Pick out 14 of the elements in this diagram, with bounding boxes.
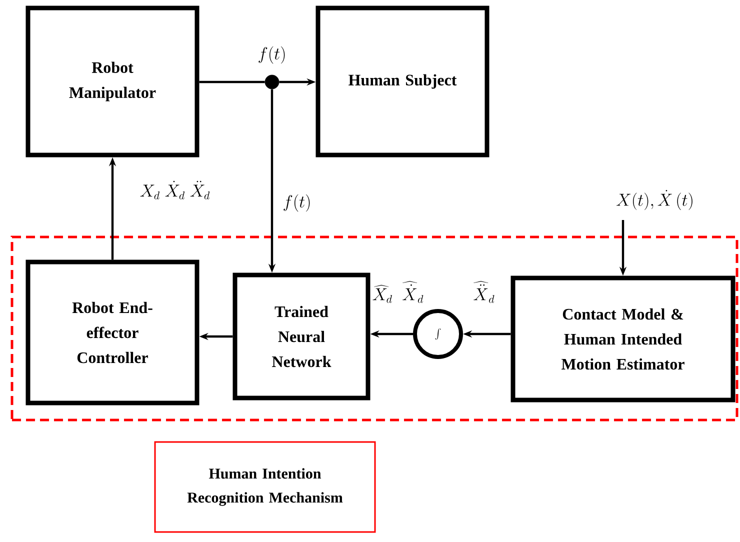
process-box: Contact Model & Human Intended Motion Estimator (510, 276, 736, 402)
signal-label: $f(t)$ (258, 46, 285, 64)
caption-box: Human Intention Recognition Mechanism (154, 441, 376, 533)
process-box: Robot Manipulator (26, 6, 200, 158)
edge-label: $X(t),\dot{X}\,(t)$ (616, 190, 692, 210)
dashed-region (10, 236, 738, 422)
junction-dot (264, 74, 280, 90)
process-box: Robot End-effector Controller (26, 260, 200, 406)
edge-label: $\widehat{\ddot{X}}_d$ (474, 281, 494, 303)
process-box: Trained Neural Network (232, 272, 370, 400)
edge-label: $f(t)$ (284, 194, 310, 212)
process-box: Human Subject (316, 6, 490, 158)
edge-label: $X_d\;\dot{X}_d\;\ddot{X}_d$ (140, 180, 210, 200)
edge-label: $\widehat{X}_d\;\;\widehat{\dot{X}}_d$ (372, 281, 424, 303)
